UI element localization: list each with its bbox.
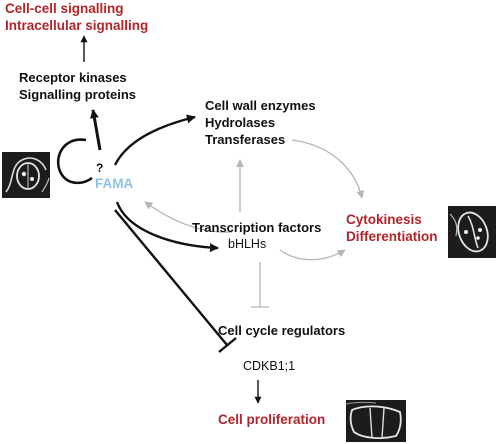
signalling-outputs: Cell-cell signalling Intracellular signa…: [5, 0, 148, 34]
target-transferases: Transferases: [205, 132, 286, 147]
stomata-micrograph-right: [448, 206, 496, 258]
fama-label: FAMA: [95, 176, 134, 191]
cell-proliferation-micrograph: [346, 400, 406, 442]
output-cell-proliferation: Cell proliferation: [218, 412, 326, 427]
unknown-regulation-mark: ?: [96, 161, 104, 175]
cytokinesis-outputs: Cytokinesis Differentiation: [346, 211, 438, 245]
receptor-targets: Receptor kinases Signalling proteins: [19, 69, 136, 103]
target-cell-wall-enzymes: Cell wall enzymes: [205, 98, 316, 113]
enzymes-to-cytokinesis-arrow: [291, 139, 365, 199]
target-cell-cycle-regulators: Cell cycle regulators: [218, 323, 346, 338]
target-bhlhs: bHLHs: [228, 237, 267, 251]
fama-to-receptor-arrow: [89, 109, 102, 151]
fama-inhibits-cdkb-line: [114, 209, 228, 346]
target-cdkb1: CDKB1;1: [243, 359, 296, 373]
target-receptor-kinases: Receptor kinases: [19, 70, 127, 85]
fama-inhibits-cdkb-bar: [218, 337, 237, 353]
output-cell-cell-signalling: Cell-cell signalling: [5, 1, 124, 16]
fama-to-bhlh-arrow: [115, 201, 219, 253]
output-differentiation: Differentiation: [346, 229, 438, 244]
fama-to-enzymes-arrow: [113, 114, 196, 166]
target-hydrolases: Hydrolases: [205, 115, 276, 130]
enzyme-targets: Cell wall enzymes Hydrolases Transferase…: [205, 97, 316, 148]
target-signalling-proteins: Signalling proteins: [19, 87, 137, 102]
stomata-micrograph-left: [2, 152, 50, 198]
output-intracellular-signalling: Intracellular signalling: [5, 18, 149, 33]
tf-to-fama-arrow: [144, 201, 233, 233]
bhlh-to-cytokinesis-arrow: [279, 249, 346, 261]
fama-autoregulation-loop: [56, 138, 93, 185]
target-transcription-factors: Transcription factors: [192, 220, 322, 235]
output-cytokinesis: Cytokinesis: [346, 212, 422, 227]
